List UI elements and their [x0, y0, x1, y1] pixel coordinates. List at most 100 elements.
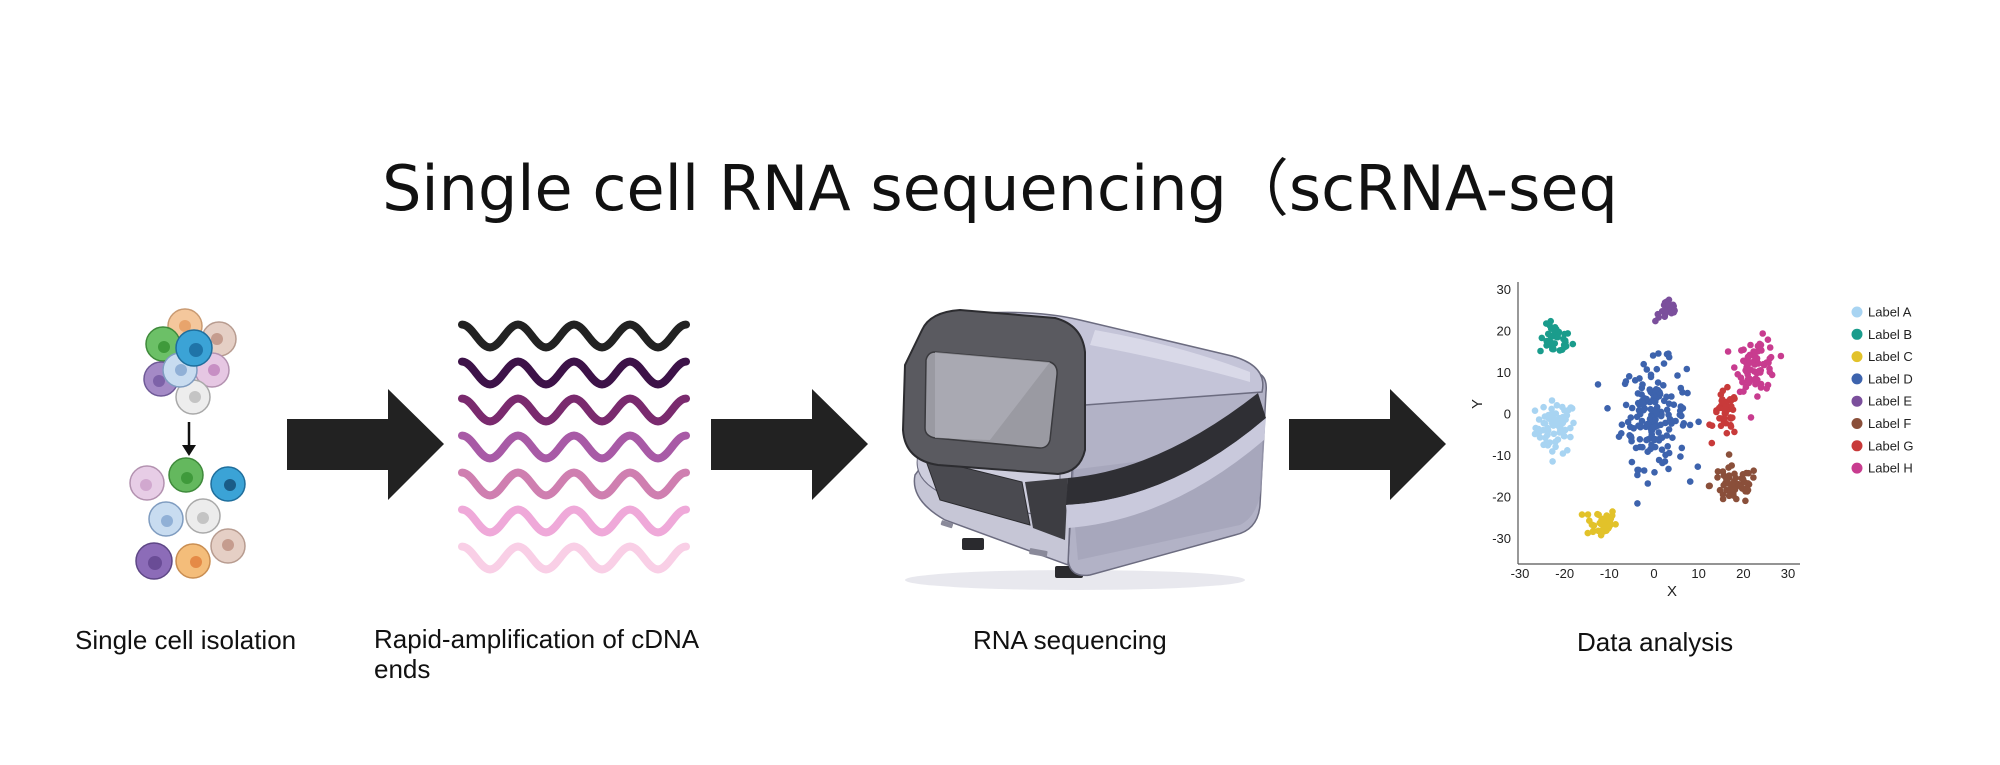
series-label-d — [1594, 350, 1702, 507]
scatter-point — [1747, 341, 1754, 349]
y-tick-label: 10 — [1497, 365, 1511, 380]
scatter-point — [1652, 386, 1660, 393]
scatter-point — [1683, 365, 1691, 373]
scatter-point — [1561, 330, 1568, 338]
scatter-point — [1714, 468, 1722, 475]
scatter-point — [1550, 430, 1558, 438]
scatter-point — [1740, 388, 1747, 395]
scatter-point — [1679, 404, 1687, 412]
scatter-point — [1669, 434, 1676, 442]
wave-strand-4 — [458, 431, 690, 463]
scatter-point — [1639, 381, 1646, 388]
legend-label: Label C — [1868, 349, 1913, 364]
scatter-point — [1660, 360, 1668, 367]
scatter-point — [1668, 309, 1675, 317]
scatter-point — [1655, 429, 1662, 436]
scatter-point — [1622, 401, 1630, 409]
scatter-point — [1561, 426, 1569, 434]
scatter-point — [1640, 467, 1648, 474]
scatter-point — [1750, 467, 1757, 475]
scatter-point — [1560, 432, 1568, 440]
wave-strand-2 — [458, 357, 690, 389]
scatter-point — [1595, 511, 1602, 519]
scatter-point — [1746, 359, 1753, 367]
series-label-f — [1705, 451, 1757, 505]
scatter-point — [1653, 403, 1661, 411]
scatter-point — [1633, 413, 1641, 421]
scatter-point — [1644, 480, 1652, 487]
scatter-point — [1559, 450, 1567, 457]
scatter-point — [1665, 449, 1673, 457]
scatter-point — [1726, 486, 1734, 493]
scatter-point — [1745, 469, 1752, 477]
scatter-point — [1536, 434, 1544, 441]
scatter-point — [1640, 360, 1647, 368]
x-tick-label: 10 — [1691, 566, 1705, 581]
wave-strand-6 — [458, 505, 690, 537]
scatter-point — [1560, 335, 1567, 343]
scatter-point — [1665, 411, 1672, 419]
scatter-point — [1654, 379, 1662, 386]
scatter-point — [1665, 426, 1673, 433]
scatter-point — [1636, 436, 1644, 443]
scatter-point — [1764, 381, 1772, 389]
scatter-point — [1543, 320, 1550, 327]
wave-strand-1 — [458, 320, 690, 352]
x-tick-label: -10 — [1600, 566, 1619, 581]
scatter-point — [1570, 419, 1577, 427]
scatter-point — [1658, 446, 1666, 454]
scatter-point — [1739, 378, 1746, 386]
scatter-point — [1760, 360, 1767, 368]
scatter-point — [1547, 333, 1555, 341]
scatter-point — [1664, 443, 1671, 450]
scatter-point — [1758, 347, 1765, 354]
scatter-point — [1757, 341, 1765, 349]
legend-marker — [1851, 462, 1863, 474]
scatter-point — [1659, 459, 1666, 467]
legend-marker — [1851, 395, 1863, 407]
scatter-point — [1655, 350, 1662, 357]
scatter-point — [1759, 330, 1766, 337]
scatter-point — [1679, 389, 1686, 396]
scatter-point — [1537, 347, 1544, 355]
scatter-point — [1745, 379, 1753, 387]
scatter-point — [1754, 393, 1761, 400]
wave-strand-3 — [458, 394, 690, 426]
scatter-point — [1725, 451, 1733, 458]
scatter-point — [1628, 458, 1636, 466]
scatter-point — [1644, 420, 1651, 428]
scatter-point — [1658, 411, 1665, 419]
scatter-point — [1665, 353, 1673, 361]
scatter-point — [1694, 463, 1702, 471]
legend-marker — [1851, 328, 1863, 340]
scatter-point — [1552, 443, 1559, 451]
scatter-point — [1625, 373, 1633, 380]
scatter-point — [1622, 378, 1630, 385]
scatter-point — [1718, 397, 1725, 405]
legend-marker — [1851, 418, 1863, 429]
scatter-point — [1720, 481, 1727, 489]
scatter-point — [1627, 433, 1635, 440]
wave-strand-5 — [458, 468, 690, 500]
scatter-point — [1719, 495, 1727, 503]
scatter-point — [1720, 417, 1728, 425]
scatter-point — [1777, 352, 1785, 360]
scatter-point — [1554, 436, 1562, 443]
y-tick-label: 20 — [1497, 324, 1511, 339]
scatter-point — [1686, 478, 1694, 485]
scatter-point — [1553, 326, 1560, 333]
x-tick-label: -20 — [1555, 566, 1574, 581]
scatter-point — [1665, 400, 1673, 408]
scatter-point — [1731, 364, 1738, 371]
series-label-c — [1578, 508, 1619, 539]
y-tick-label: -20 — [1492, 490, 1511, 505]
scatter-point — [1672, 417, 1679, 425]
legend-marker — [1851, 440, 1863, 452]
legend-marker — [1851, 351, 1863, 363]
scatter-point — [1652, 408, 1660, 416]
scatter-point — [1543, 342, 1550, 349]
scatter-point — [1584, 511, 1592, 518]
